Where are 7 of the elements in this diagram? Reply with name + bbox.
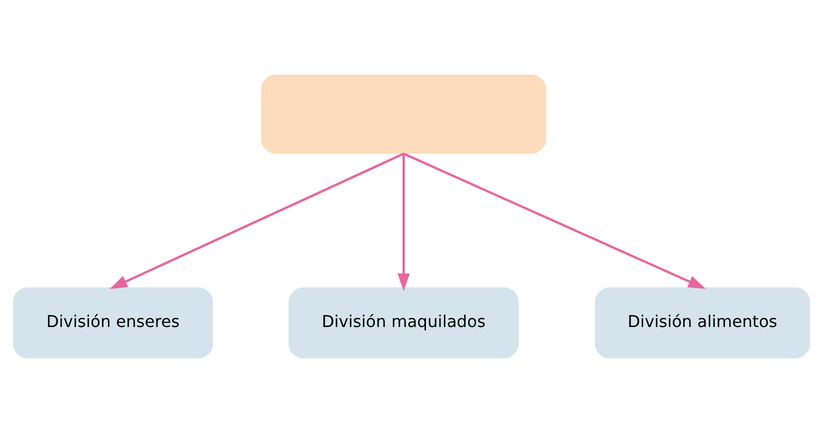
arrow: [398, 154, 410, 291]
arrow: [110, 152, 404, 289]
node-box: División enseres: [12, 287, 213, 358]
node-box: División maquilados: [288, 287, 519, 358]
node-box: [261, 74, 546, 154]
node-box: División alimentos: [594, 287, 810, 358]
arrow: [403, 152, 706, 289]
